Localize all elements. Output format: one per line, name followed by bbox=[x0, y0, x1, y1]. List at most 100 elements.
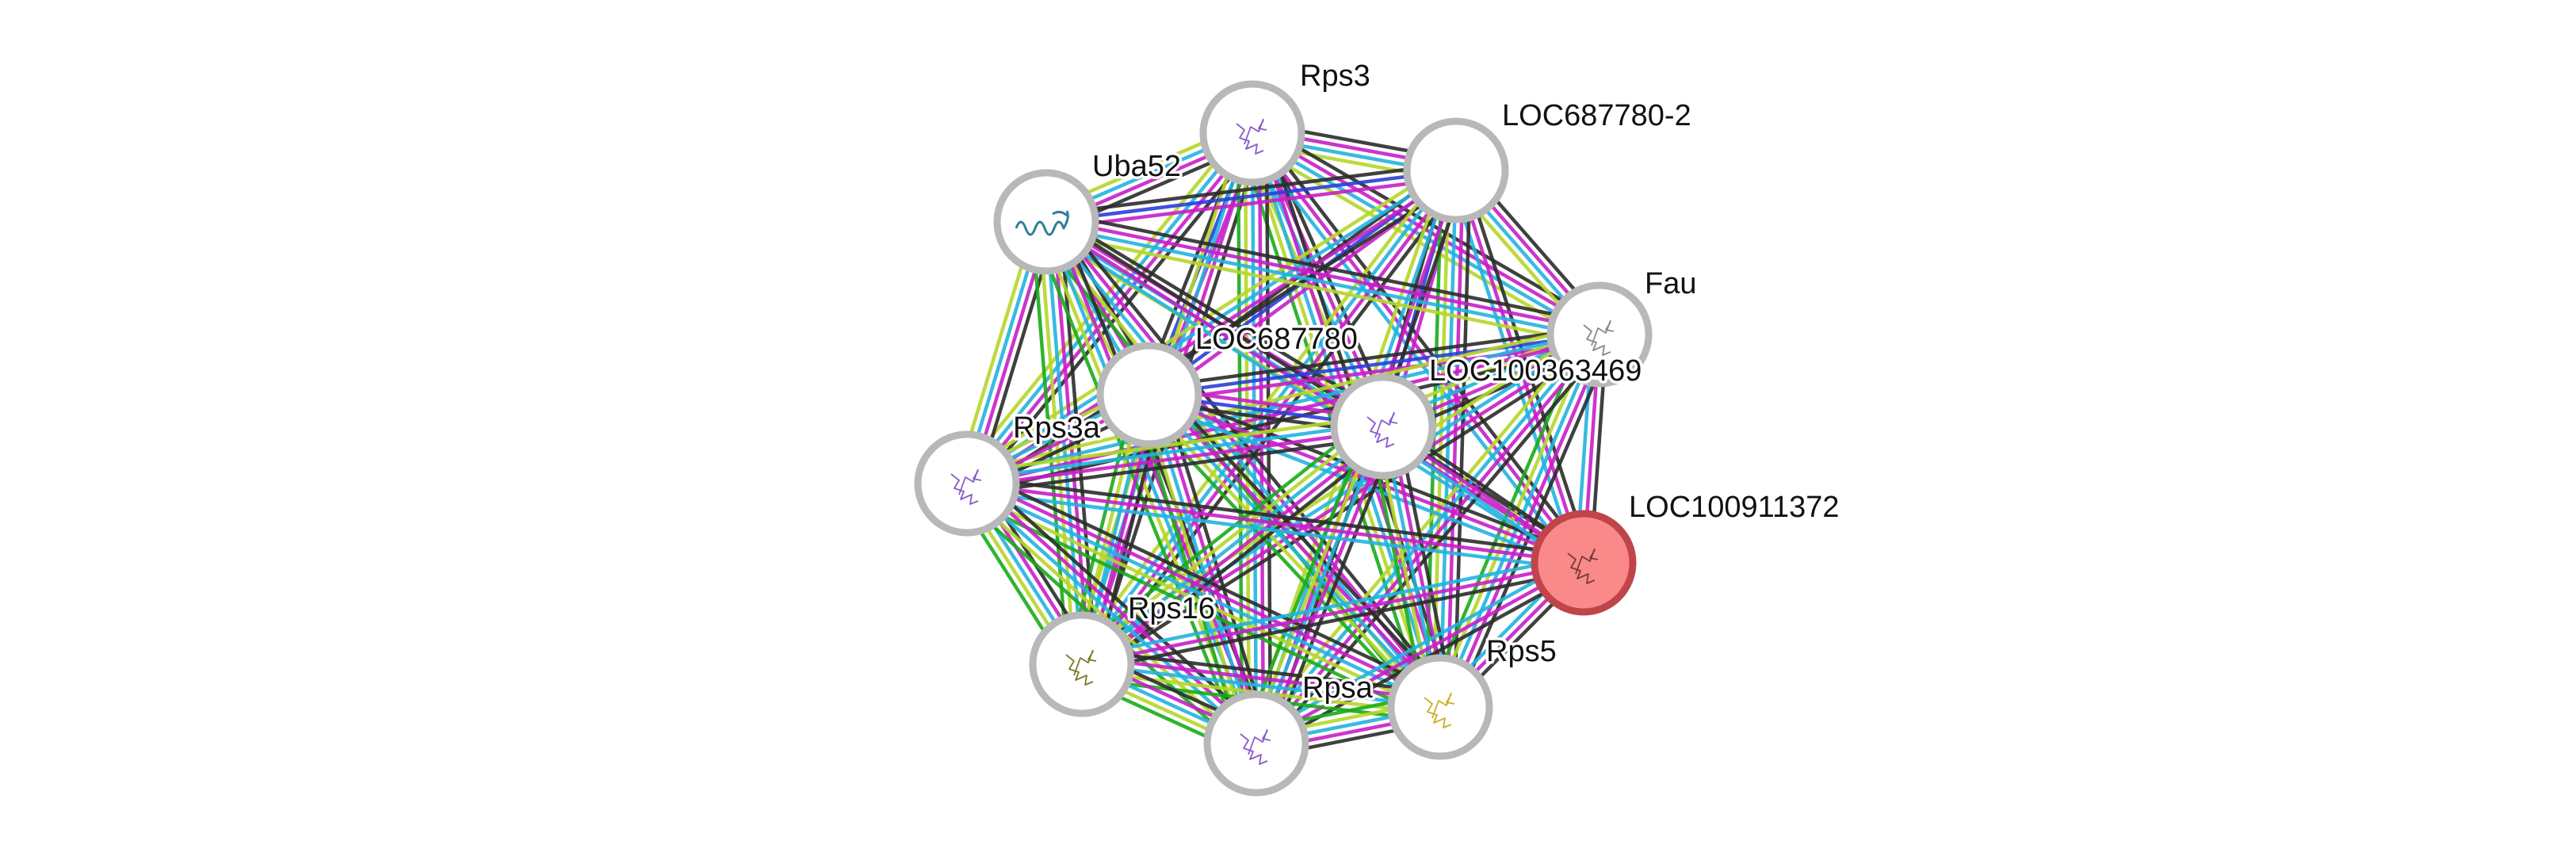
protein-structure-icon bbox=[1065, 649, 1097, 686]
node-LOC687780[interactable] bbox=[1096, 342, 1202, 448]
edge-LOC687780-2-Rps5 bbox=[1452, 170, 1473, 708]
edge-Uba52-Fau bbox=[1046, 216, 1601, 333]
node-label-LOC100363469: LOC100363469 bbox=[1429, 354, 1642, 388]
protein-structure-icon bbox=[1424, 692, 1455, 728]
edge-Uba52-Fau bbox=[1045, 224, 1599, 340]
network-labels: Rps3LOC687780-2Uba52FauLOC687780LOC10036… bbox=[1011, 57, 1843, 708]
edge-LOC687780-LOC100911372 bbox=[1145, 400, 1582, 572]
edge-LOC687780-2-Uba52 bbox=[1046, 175, 1458, 231]
node-label-Rps3a: Rps3a bbox=[1013, 411, 1101, 445]
edge-Rps16-Rps5 bbox=[1081, 662, 1441, 709]
edge-Uba52-Fau bbox=[1048, 209, 1603, 326]
edge-LOC687780-2-LOC100911372 bbox=[1454, 170, 1586, 564]
node-circle[interactable] bbox=[914, 430, 1020, 537]
node-Rpsa[interactable] bbox=[1203, 690, 1309, 797]
edge-LOC100363469-Rps16 bbox=[1085, 430, 1389, 671]
edge-LOC100911372-Rps16 bbox=[1083, 568, 1586, 674]
node-Uba52[interactable] bbox=[993, 169, 1099, 275]
node-circle[interactable] bbox=[1096, 342, 1202, 448]
node-LOC687780-2[interactable] bbox=[1403, 117, 1509, 224]
protein-structure-icon bbox=[1015, 210, 1069, 236]
edge-LOC687780-2-Rps3a bbox=[960, 159, 1451, 476]
edge-LOC100911372-Rps16 bbox=[1081, 560, 1584, 667]
edge-Uba52-LOC100911372 bbox=[1049, 214, 1589, 559]
edge-LOC100363469-Rps3a bbox=[965, 414, 1382, 475]
node-label-LOC687780-2: LOC687780-2 bbox=[1502, 99, 1691, 132]
protein-structure-icon bbox=[1240, 728, 1271, 765]
edge-LOC687780-Rps5 bbox=[1142, 398, 1437, 713]
node-circle[interactable] bbox=[1199, 80, 1305, 186]
edge-LOC687780-2-Uba52 bbox=[1045, 168, 1457, 224]
node-circle[interactable] bbox=[1387, 654, 1493, 760]
protein-structure-icon bbox=[1366, 411, 1398, 448]
node-label-LOC687780: LOC687780 bbox=[1195, 323, 1358, 356]
edge-Fau-Rps5 bbox=[1425, 328, 1588, 702]
edge-LOC100363469-Rps3a bbox=[967, 428, 1384, 489]
protein-structure-icon bbox=[1236, 118, 1267, 155]
node-label-Uba52: Uba52 bbox=[1092, 150, 1181, 183]
edge-Uba52-Rpsa bbox=[1031, 226, 1245, 750]
edge-Rps16-Rps5 bbox=[1083, 648, 1443, 695]
edge-Uba52-Rps16 bbox=[1030, 223, 1070, 666]
edge-LOC687780-2-Rps3a bbox=[972, 178, 1463, 495]
edge-Fau-Rps16 bbox=[1087, 342, 1607, 675]
node-circle[interactable] bbox=[1403, 117, 1509, 224]
edge-Fau-LOC687780 bbox=[1148, 325, 1599, 390]
node-circle[interactable] bbox=[1203, 690, 1309, 797]
node-Fau[interactable] bbox=[1546, 281, 1653, 388]
node-Rps3a[interactable] bbox=[914, 430, 1020, 537]
node-label-Rps3: Rps3 bbox=[1300, 59, 1370, 93]
edge-Rps3-Rps3a bbox=[973, 139, 1263, 491]
edge-Fau-Rps5 bbox=[1431, 331, 1595, 705]
edge-LOC100363469-Rpsa bbox=[1261, 428, 1392, 747]
edge-LOC100911372-Rps16 bbox=[1080, 553, 1583, 659]
edge-Uba52-Fau bbox=[1043, 231, 1598, 347]
edge-Rps3-Fau bbox=[1249, 134, 1599, 339]
edge-Fau-Rpsa bbox=[1263, 340, 1610, 752]
edge-LOC687780-2-Rps5 bbox=[1438, 170, 1458, 708]
edge-LOC100363469-Rps16 bbox=[1089, 436, 1393, 677]
protein-structure-icon bbox=[1583, 319, 1615, 356]
edge-LOC100911372-Rpsa bbox=[1255, 561, 1585, 745]
edge-LOC687780-2-Uba52 bbox=[1045, 161, 1456, 217]
node-label-Rpsa: Rpsa bbox=[1302, 671, 1374, 705]
node-circle[interactable] bbox=[1330, 373, 1436, 480]
edge-Rps3a-Rps5 bbox=[972, 468, 1447, 696]
edge-Rps3a-LOC100911372 bbox=[967, 474, 1585, 558]
node-Rps16[interactable] bbox=[1029, 611, 1135, 717]
edge-Fau-Rps3a bbox=[964, 322, 1598, 476]
edge-Rps3-Rpsa bbox=[1250, 132, 1259, 744]
node-label-Fau: Fau bbox=[1645, 267, 1696, 300]
edge-Rps3-LOC100911372 bbox=[1251, 132, 1585, 564]
network-nodes bbox=[914, 80, 1653, 797]
node-circle[interactable] bbox=[1029, 611, 1135, 717]
edge-Rps3a-LOC100911372 bbox=[966, 481, 1584, 565]
protein-structure-icon bbox=[950, 468, 982, 505]
edge-LOC100363469-Rps3a bbox=[966, 421, 1383, 482]
node-Rps5[interactable] bbox=[1387, 654, 1493, 760]
node-Rps3[interactable] bbox=[1199, 80, 1305, 186]
node-LOC100363469[interactable] bbox=[1330, 373, 1436, 480]
protein-structure-icon bbox=[1567, 548, 1599, 584]
node-circle[interactable] bbox=[1546, 281, 1653, 388]
node-label-Rps16: Rps16 bbox=[1128, 592, 1215, 625]
edge-Rps3a-Rpsa bbox=[975, 471, 1267, 735]
node-label-Rps5: Rps5 bbox=[1486, 635, 1557, 668]
node-label-LOC100911372: LOC100911372 bbox=[1629, 491, 1840, 524]
node-LOC100911372[interactable] bbox=[1531, 510, 1637, 616]
node-circle[interactable] bbox=[1531, 510, 1637, 616]
edge-LOC687780-Rps5 bbox=[1158, 384, 1452, 699]
edge-Rps16-Rps5 bbox=[1082, 655, 1442, 702]
edge-Rps3a-Rpsa bbox=[965, 482, 1258, 745]
edge-LOC687780-LOC100911372 bbox=[1148, 392, 1584, 565]
edge-Rps3a-Rps5 bbox=[966, 481, 1441, 709]
edge-Rps3a-Rps5 bbox=[963, 488, 1439, 716]
edge-Fau-LOC687780 bbox=[1149, 339, 1601, 404]
edge-Rps3a-LOC100911372 bbox=[965, 488, 1584, 572]
edge-Rps3-Fau bbox=[1253, 128, 1603, 334]
edge-Rps3a-Rps5 bbox=[969, 475, 1444, 702]
node-circle[interactable] bbox=[993, 169, 1099, 275]
edge-Fau-LOC687780 bbox=[1148, 332, 1600, 397]
edge-LOC100363469-Rpsa bbox=[1254, 426, 1385, 744]
